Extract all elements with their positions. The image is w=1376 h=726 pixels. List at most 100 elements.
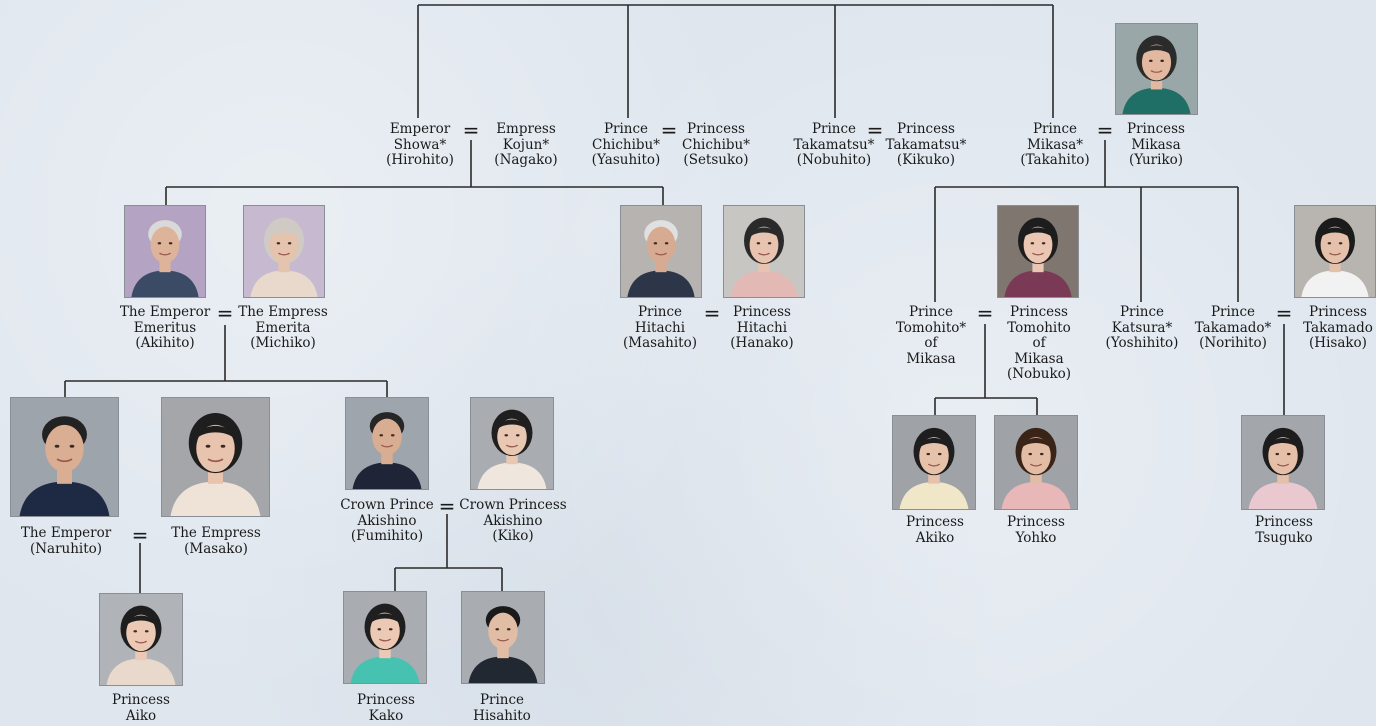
- name-line: Prince: [603, 121, 649, 137]
- name-line: Prince: [811, 121, 857, 137]
- portrait-photo-aiko: [99, 593, 183, 686]
- portrait-photo-akiko: [892, 415, 976, 510]
- name-line: (Michiko): [250, 335, 316, 351]
- portrait-photo-michiko: [243, 205, 325, 298]
- portrait-photo-tomohito-w: [997, 205, 1079, 298]
- name-line: The Empress: [171, 525, 261, 541]
- marriage-symbol-takamado-marriage: =: [1275, 301, 1293, 325]
- name-line: Princess: [1010, 304, 1068, 320]
- name-line: Showa*: [393, 136, 447, 153]
- portrait-photo-kako: [343, 591, 427, 684]
- portrait-photo-kiko: [470, 397, 554, 490]
- name-line: Prince: [1032, 121, 1078, 137]
- name-line: Tsuguko: [1255, 529, 1313, 546]
- portrait-photo-mikasa-w: [1115, 23, 1198, 115]
- name-line: Crown Princess: [459, 497, 567, 513]
- name-line: Princess: [112, 692, 170, 708]
- name-line: (Setsuko): [683, 152, 749, 168]
- marriage-symbol-chichibu-marriage: =: [660, 118, 678, 142]
- name-line: Takamado*: [1194, 319, 1272, 336]
- name-line: (Fumihito): [350, 528, 424, 544]
- person-label-naruhito: The Emperor(Naruhito): [20, 525, 112, 557]
- name-line: The Emperor: [20, 525, 112, 541]
- name-line: The Empress: [238, 304, 328, 320]
- name-line: Princess: [1127, 121, 1185, 137]
- name-line: Hitachi: [736, 319, 788, 336]
- name-line: Princess: [1007, 514, 1065, 530]
- name-line: (Takahito): [1020, 152, 1090, 168]
- name-line: Aiko: [125, 707, 157, 724]
- name-line: Akishino: [357, 512, 417, 529]
- name-line: (Akihito): [135, 335, 195, 351]
- portrait-photo-tsuguko: [1241, 415, 1325, 510]
- name-line: Chichibu*: [591, 136, 661, 153]
- portrait-photo-hisahito: [461, 591, 545, 684]
- name-line: Emperor: [389, 121, 451, 137]
- name-line: Yohko: [1015, 529, 1057, 546]
- name-line: Takamado: [1303, 319, 1373, 336]
- name-line: Mikasa: [906, 350, 956, 367]
- name-line: Prince: [1210, 304, 1256, 320]
- name-line: (Nobuko): [1006, 366, 1072, 382]
- name-line: Crown Prince: [340, 497, 434, 513]
- name-line: of: [924, 335, 938, 351]
- name-line: Hisahito: [473, 707, 531, 724]
- name-line: (Masako): [184, 540, 248, 557]
- portrait-photo-hitachi: [620, 205, 702, 298]
- marriage-symbol-akishino-marriage: =: [438, 494, 456, 518]
- name-line: Princess: [357, 692, 415, 708]
- name-line: Chichibu*: [681, 136, 751, 153]
- name-line: Princess: [897, 121, 955, 137]
- name-line: Katsura*: [1111, 319, 1173, 336]
- name-line: (Hanako): [730, 335, 794, 351]
- name-line: (Nagako): [494, 152, 558, 168]
- name-line: Prince: [637, 304, 683, 320]
- name-line: (Yasuhito): [591, 152, 661, 168]
- person-label-masako: The Empress(Masako): [171, 525, 261, 557]
- name-line: Hitachi: [634, 319, 686, 336]
- name-line: Empress: [496, 121, 556, 137]
- marriage-symbol-showa-kojun: =: [462, 118, 480, 142]
- marriage-symbol-tomohito-marriage: =: [976, 301, 994, 325]
- name-line: (Kikuko): [896, 152, 956, 168]
- name-line: of: [1032, 335, 1046, 351]
- name-line: The Emperor: [119, 304, 211, 320]
- name-line: Prince: [1119, 304, 1165, 320]
- name-line: (Kiko): [492, 528, 534, 544]
- name-line: Mikasa: [1014, 350, 1064, 367]
- name-line: (Yuriko): [1128, 152, 1184, 168]
- name-line: (Nobuhito): [796, 152, 872, 168]
- name-line: Takamatsu*: [793, 136, 875, 153]
- marriage-symbol-mikasa-marriage: =: [1096, 118, 1114, 142]
- portrait-photo-naruhito: [10, 397, 119, 517]
- portrait-photo-fumihito: [345, 397, 429, 490]
- marriage-symbol-hitachi-marriage: =: [703, 301, 721, 325]
- name-line: Tomohito: [1007, 319, 1071, 336]
- portrait-photo-hitachi-w: [723, 205, 805, 298]
- portrait-photo-yohko: [994, 415, 1078, 510]
- name-line: (Naruhito): [29, 540, 103, 557]
- name-line: (Hirohito): [386, 152, 454, 168]
- name-line: (Hisako): [1309, 335, 1367, 351]
- name-line: Princess: [1309, 304, 1367, 320]
- name-line: Emeritus: [133, 319, 197, 336]
